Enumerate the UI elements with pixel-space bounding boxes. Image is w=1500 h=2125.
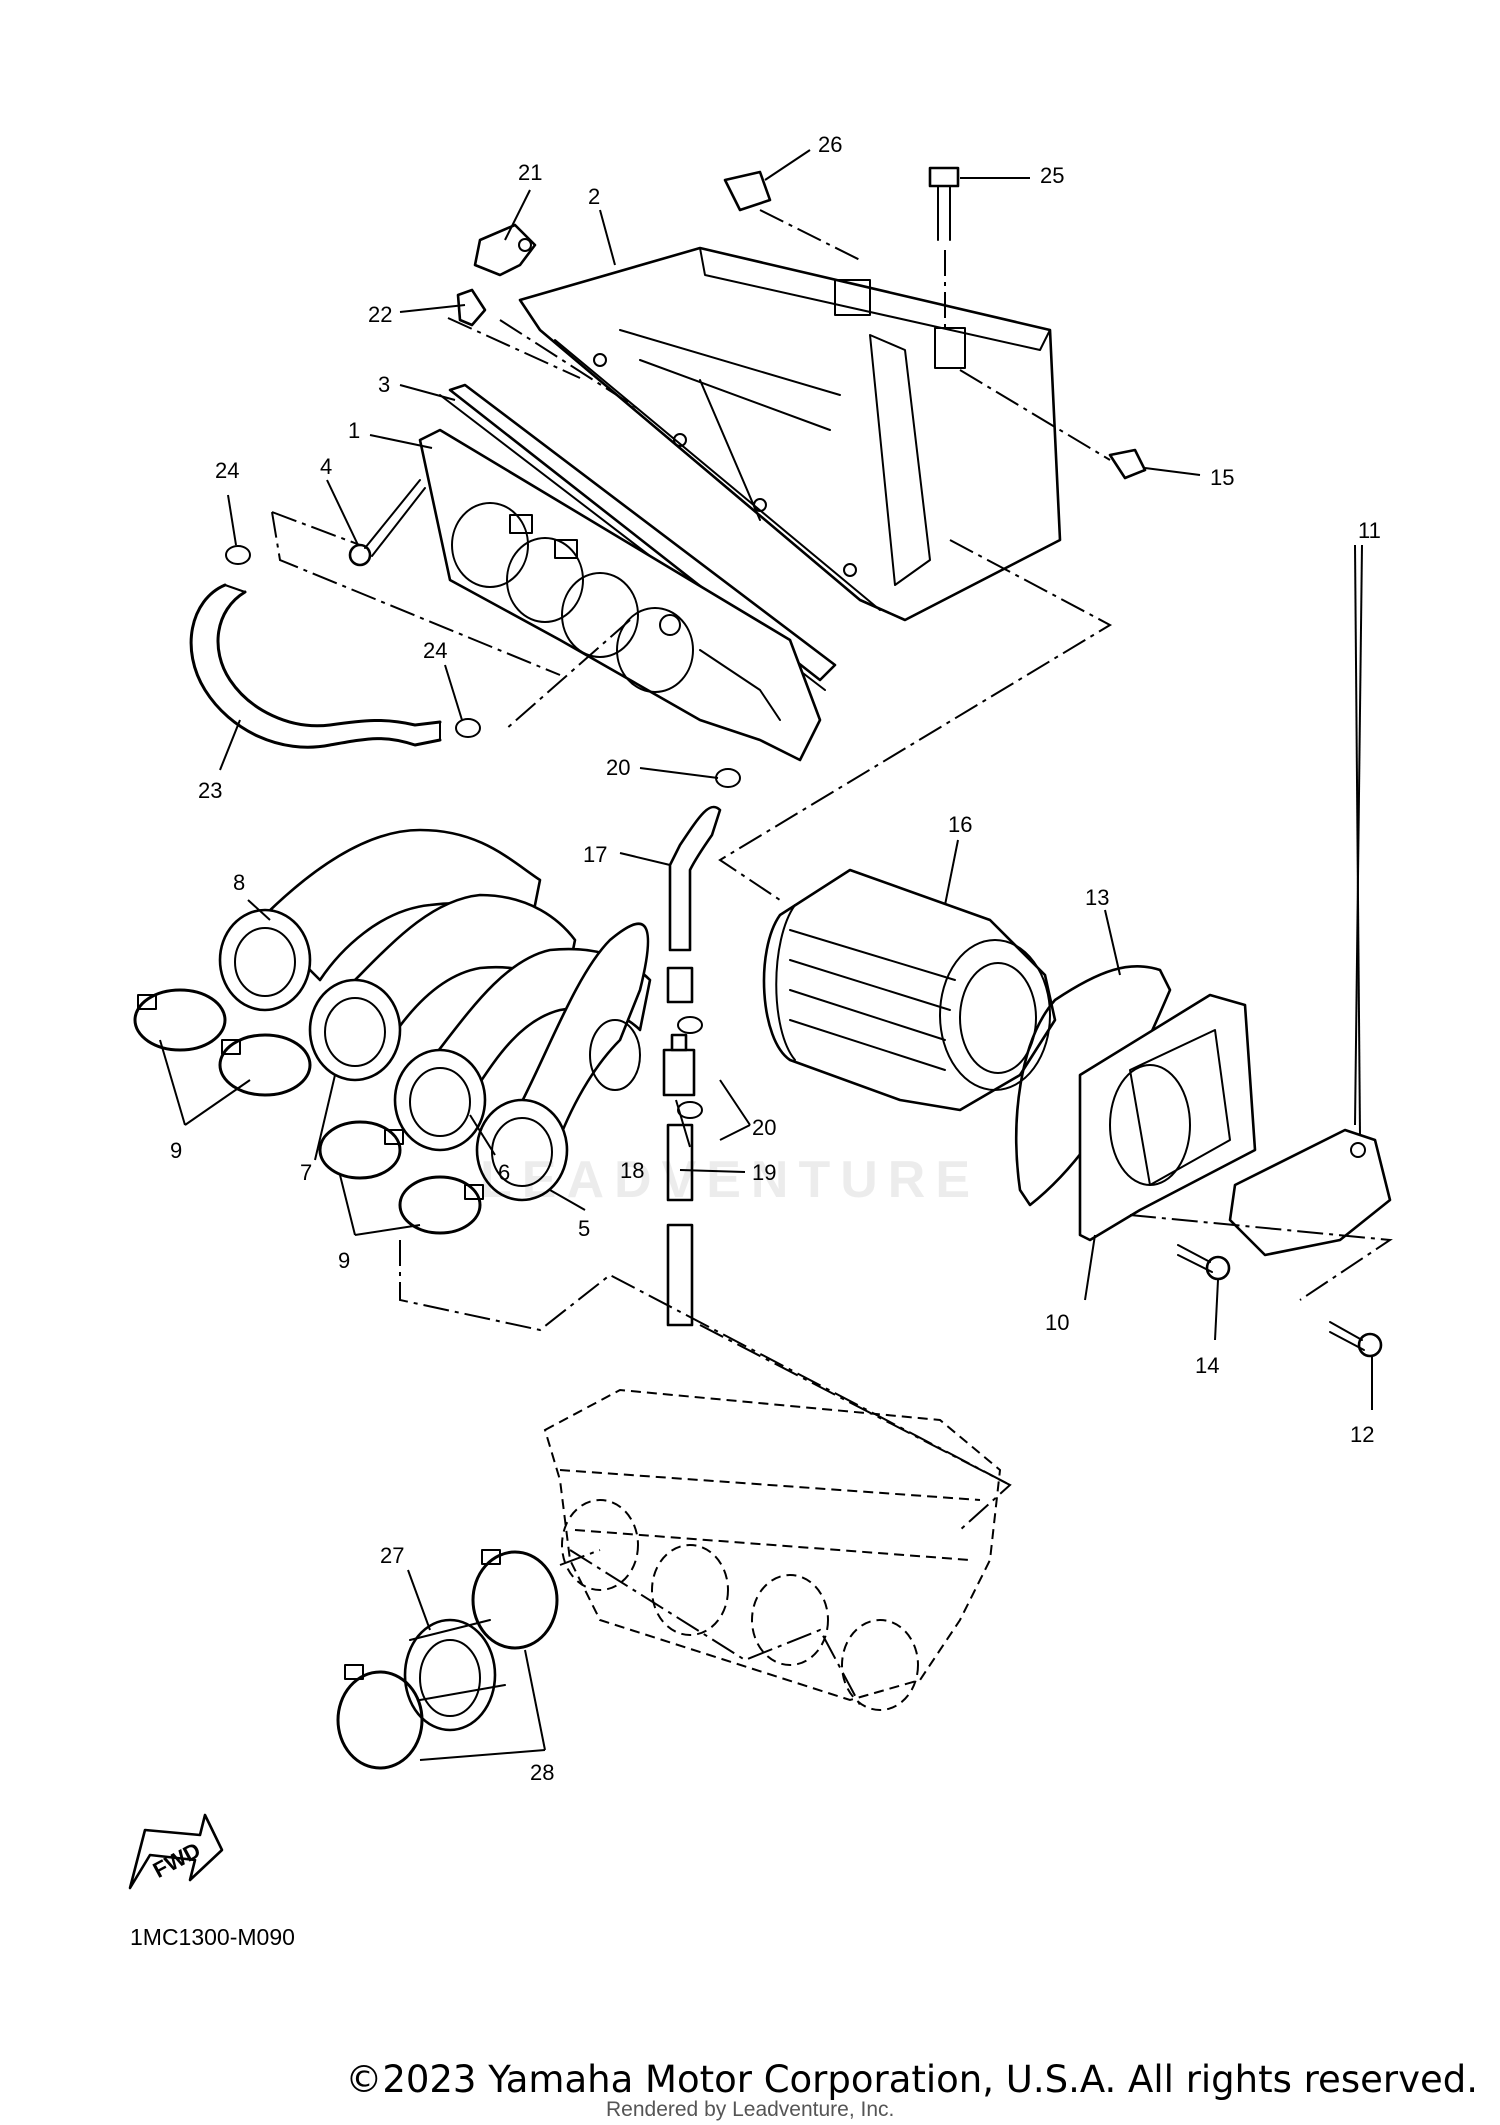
clip-24-upper [225, 545, 251, 565]
clamp-28-upper [471, 1549, 559, 1650]
rendered-by-notice: Rendered by Leadventure, Inc. [606, 2098, 895, 2121]
screw-14 [1177, 1244, 1231, 1281]
screw-4 [348, 479, 426, 567]
callout-21: 21 [518, 160, 542, 185]
screw-12 [1329, 1321, 1383, 1358]
callout-11: 11 [1358, 518, 1381, 543]
clamp-9-c [318, 1120, 404, 1180]
callout-18: 18 [620, 1158, 644, 1183]
callout-7: 7 [300, 1160, 312, 1185]
callout-4: 4 [320, 454, 332, 479]
callout-20a: 20 [606, 755, 630, 780]
callout-28: 28 [530, 1760, 554, 1785]
check-valve-18 [662, 1033, 696, 1097]
callout-3: 3 [378, 372, 390, 397]
cap-21 [473, 223, 537, 277]
hose-17 [668, 805, 722, 952]
callout-9b: 9 [338, 1248, 350, 1273]
callout-26: 26 [818, 132, 842, 157]
clamp-9-d [398, 1175, 484, 1235]
callout-19: 19 [752, 1160, 776, 1185]
cap-22 [456, 288, 487, 327]
callout-numbers: 1 2 3 4 5 6 7 8 9 9 10 11 12 13 14 15 16… [170, 132, 1381, 1785]
callout-24a: 24 [215, 458, 239, 483]
callout-15: 15 [1210, 465, 1234, 490]
joint-27 [403, 1618, 506, 1732]
air-filter-element [762, 868, 1057, 1112]
breather-hose-23 [189, 583, 442, 749]
callout-6: 6 [498, 1160, 510, 1185]
assembly-lines [271, 209, 1393, 1706]
intake-duct-8 [218, 828, 542, 1012]
diagram-code: 1MC1300-M090 [130, 1924, 295, 1950]
copyright-notice: ©2023 Yamaha Motor Corporation, U.S.A. A… [345, 2058, 1478, 2101]
callout-27: 27 [380, 1543, 404, 1568]
leader-lines [159, 149, 1373, 1761]
callout-10: 10 [1045, 1310, 1069, 1335]
hose-lower [666, 1223, 694, 1327]
holder-26 [723, 170, 772, 212]
forward-direction-arrow: FWD [128, 1813, 224, 1890]
air-box-cover-10 [1078, 993, 1257, 1242]
intake-duct-7 [308, 893, 577, 1082]
callout-25: 25 [1040, 163, 1064, 188]
callout-22: 22 [368, 302, 392, 327]
callout-14: 14 [1195, 1353, 1219, 1378]
callout-1: 1 [348, 418, 360, 443]
engine-ghost-outline [543, 1388, 1002, 1711]
hose-short [666, 966, 694, 1004]
callout-9a: 9 [170, 1138, 182, 1163]
callout-5: 5 [578, 1216, 590, 1241]
clamp-9-a [133, 988, 227, 1052]
clip-20-upper [715, 768, 741, 788]
callout-8: 8 [233, 870, 245, 895]
callout-23: 23 [198, 778, 222, 803]
watermark: LEADVENTURE [480, 1151, 981, 1209]
callout-12: 12 [1350, 1422, 1374, 1447]
callout-16: 16 [948, 812, 972, 837]
callout-20b: 20 [752, 1115, 776, 1140]
callout-13: 13 [1085, 885, 1109, 910]
clamp-28-lower [336, 1664, 424, 1770]
air-box-joint-plate [418, 428, 822, 762]
clamp-9-b [218, 1033, 312, 1097]
callout-2: 2 [588, 184, 600, 209]
clip-24-lower [455, 718, 481, 738]
callout-17: 17 [583, 842, 607, 867]
air-box-case [518, 246, 1062, 622]
nut-15 [1108, 448, 1147, 480]
callout-24b: 24 [423, 638, 447, 663]
bolt-25 [928, 166, 960, 241]
